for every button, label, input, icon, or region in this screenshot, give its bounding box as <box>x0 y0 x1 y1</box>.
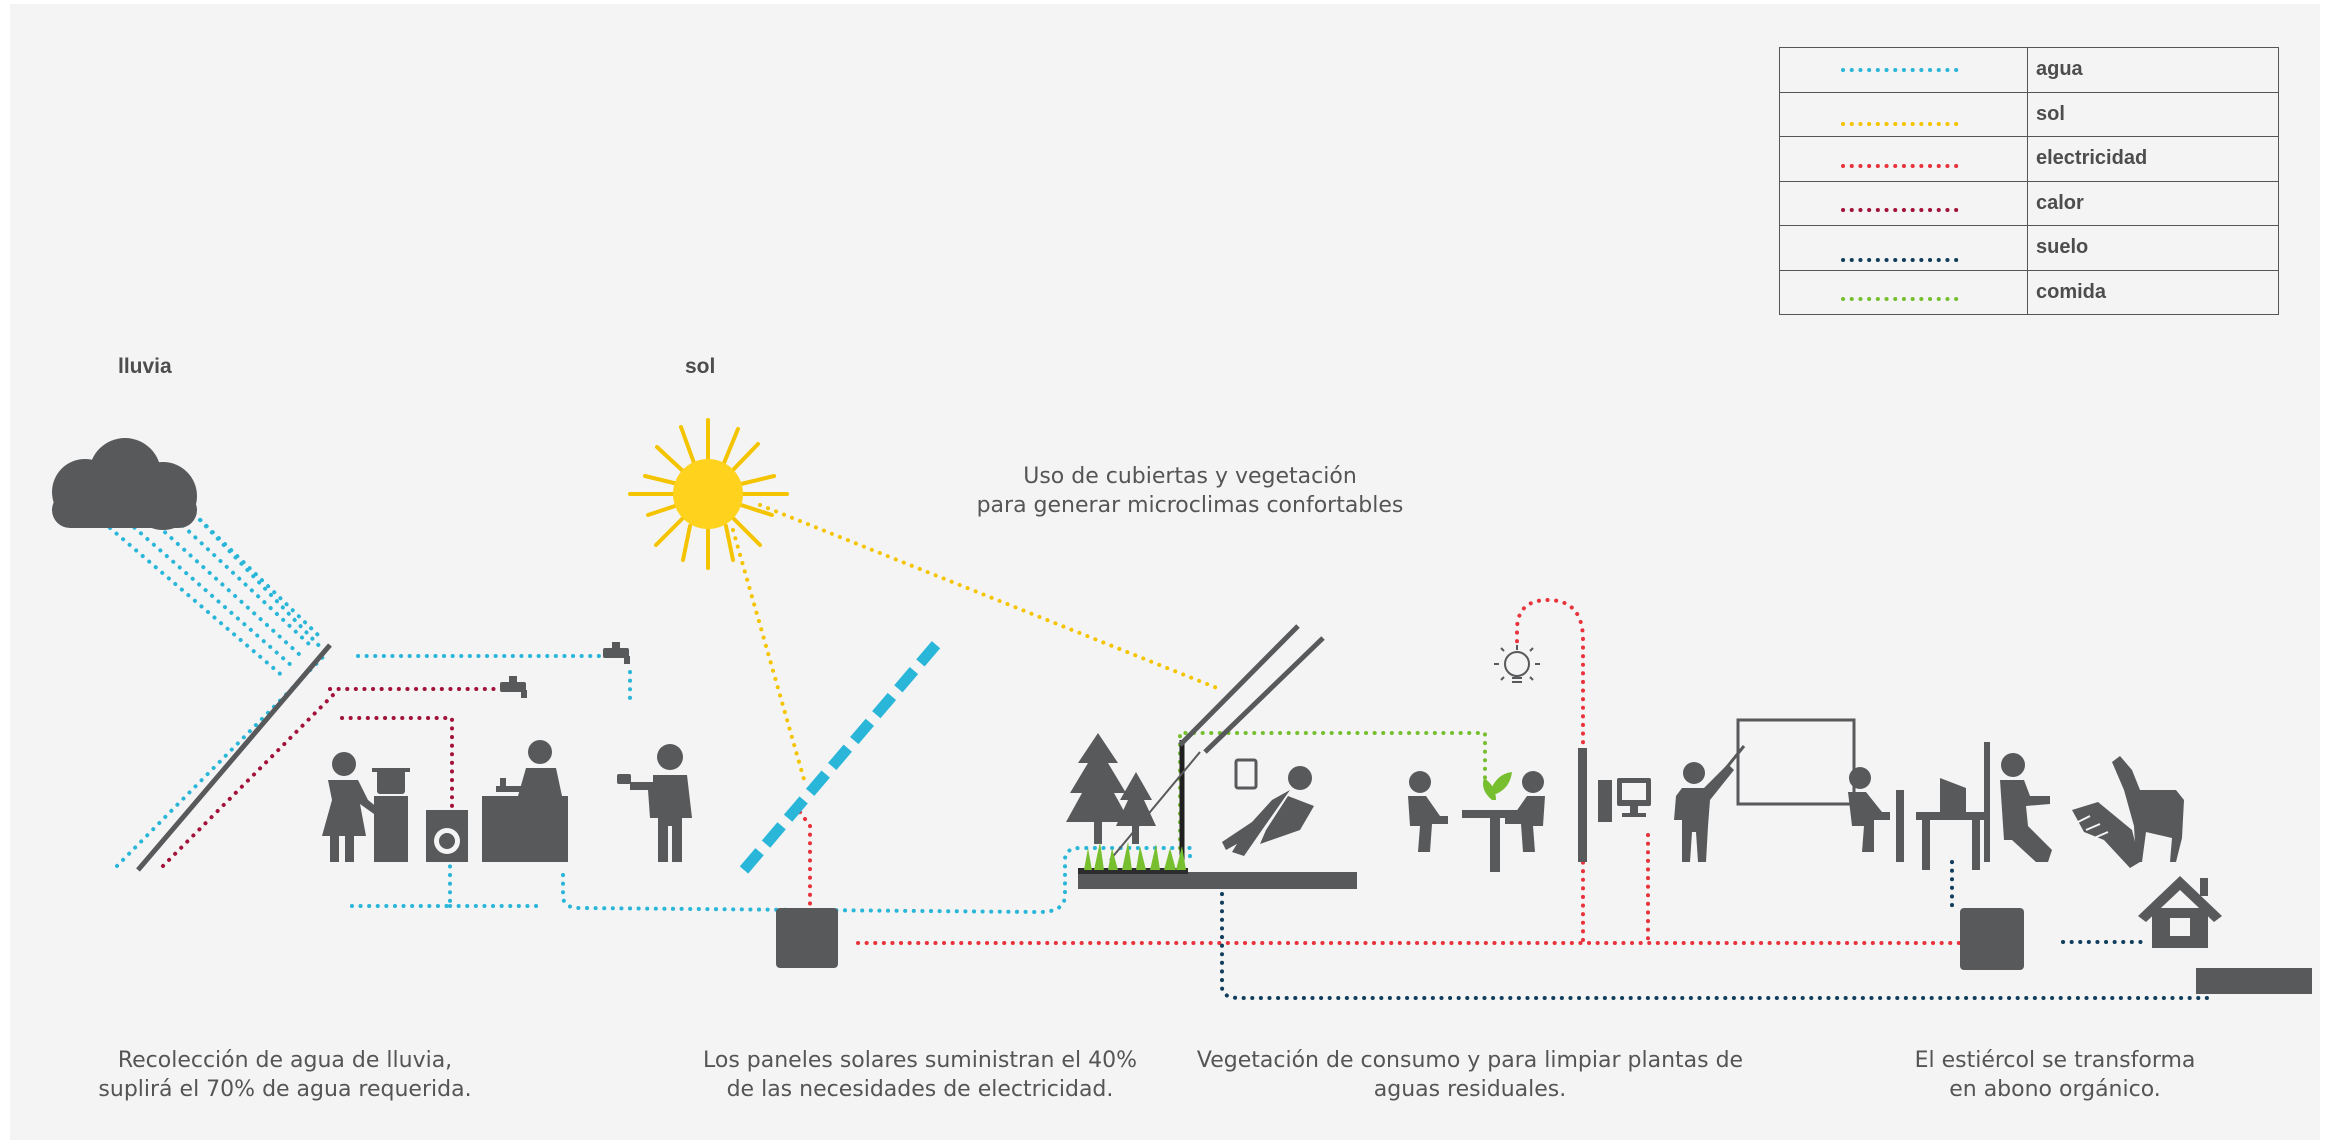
people-at-table-icon <box>1408 771 1545 872</box>
woman-cooking-icon <box>322 752 378 862</box>
person-with-coffee-icon <box>617 744 692 862</box>
microclimate-note: Uso de cubiertas y vegetación para gener… <box>960 462 1420 520</box>
soil-flow-lines <box>1220 860 2210 1000</box>
caption-vegetation: Vegetación de consumo y para limpiar pla… <box>1190 1046 1750 1104</box>
caption-rainwater: Recolección de agua de lluvia, suplirá e… <box>80 1046 490 1104</box>
man-at-sink-icon <box>482 740 568 862</box>
legend-label: electricidad <box>2027 136 2279 182</box>
rain-catcher-plate-icon <box>136 643 332 872</box>
legend-label: comida <box>2027 269 2279 315</box>
student-icon <box>1848 767 1904 862</box>
caption-line: de las necesidades de electricidad. <box>726 1077 1114 1102</box>
rain-label: lluvia <box>118 355 172 378</box>
legend-label: agua <box>2027 47 2279 93</box>
person-reading-icon <box>1222 758 1314 856</box>
stove-icon <box>372 768 410 862</box>
computer-icon <box>1598 778 1651 822</box>
house-icon <box>2138 876 2222 948</box>
legend: agua sol electricidad calor suelo comida <box>1779 47 2279 315</box>
electricity-flow-lines <box>798 597 1977 945</box>
horse-plough-icon <box>2072 756 2184 868</box>
caption-line: Los paneles solares suministran el 40% <box>703 1048 1137 1073</box>
legend-row: suelo <box>1779 225 2279 271</box>
legend-row: sol <box>1779 91 2279 137</box>
battery-box-icon <box>776 908 838 968</box>
soil-bed-icon <box>2196 968 2312 994</box>
legend-row: agua <box>1779 47 2279 93</box>
solar-panel-icon <box>739 636 945 874</box>
microclimate-note-line: para generar microclimas confortables <box>976 493 1404 518</box>
rain-flow-lines <box>108 500 327 680</box>
cloud-icon <box>52 438 197 530</box>
caption-compost: El estiércol se transforma en abono orgá… <box>1870 1046 2240 1104</box>
grass-icon <box>1084 842 1186 870</box>
sun-flow-lines <box>731 503 1224 785</box>
washing-machine-icon <box>426 810 468 862</box>
tree-icon <box>1066 733 1156 844</box>
desk-worker-icon <box>1916 742 2052 870</box>
legend-label: sol <box>2027 91 2279 137</box>
caption-line: Vegetación de consumo y para limpiar pla… <box>1196 1048 1744 1073</box>
legend-row: electricidad <box>1779 136 2279 182</box>
compost-box-icon <box>1960 908 2024 970</box>
caption-line: Recolección de agua de lluvia, <box>117 1048 453 1073</box>
sun-icon <box>628 418 789 570</box>
caption-line: aguas residuales. <box>1373 1077 1567 1102</box>
tap-icon <box>603 642 630 664</box>
sun-label: sol <box>685 355 716 378</box>
microclimate-note-line: Uso de cubiertas y vegetación <box>1023 464 1357 489</box>
caption-line: El estiércol se transforma <box>1914 1048 2196 1073</box>
caption-line: suplirá el 70% de agua requerida. <box>98 1077 472 1102</box>
food-flow-lines <box>1178 731 1487 850</box>
legend-label: calor <box>2027 180 2279 226</box>
caption-solar: Los paneles solares suministran el 40% d… <box>655 1046 1185 1104</box>
teacher-icon <box>1674 718 1856 862</box>
electric-pole-icon <box>1578 748 1587 862</box>
light-bulb-icon <box>1494 645 1540 683</box>
legend-row: comida <box>1779 269 2279 315</box>
legend-row: calor <box>1779 180 2279 226</box>
caption-line: en abono orgánico. <box>1949 1077 2161 1102</box>
legend-label: suelo <box>2027 225 2279 271</box>
tap-icon <box>500 676 527 698</box>
heat-flow-lines <box>161 687 502 868</box>
green-roof-structure-icon <box>1078 624 1357 889</box>
